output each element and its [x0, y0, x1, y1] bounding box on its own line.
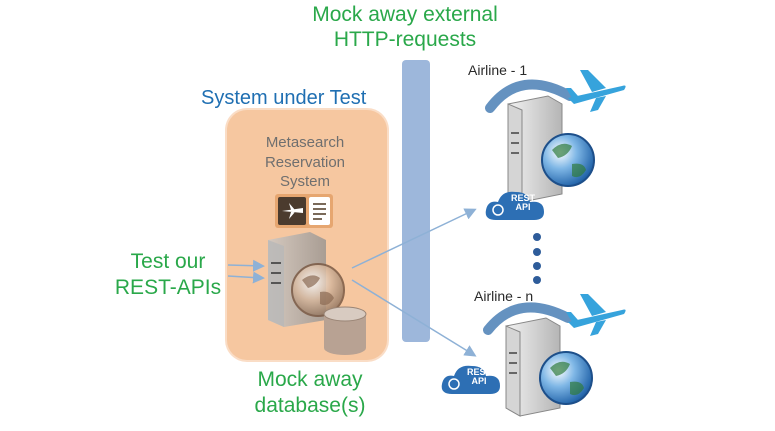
ellipsis-dot	[533, 233, 541, 241]
system-under-test-label: System under Test	[201, 87, 367, 109]
rest-api-label-n: REST API	[466, 367, 491, 387]
incoming-arrow-1	[227, 259, 265, 272]
ellipsis-dot	[533, 262, 541, 270]
database-icon	[322, 306, 368, 356]
metasearch-line3: System	[279, 173, 330, 190]
airplane-icon-1	[566, 68, 628, 112]
mock-http-line1: Mock away external	[312, 3, 498, 26]
mock-db-line1: Mock away	[257, 368, 363, 391]
mock-http-line2: HTTP-requests	[333, 28, 477, 52]
metasearch-line1: Metasearch	[265, 134, 345, 151]
orbit-swoosh-n	[483, 302, 573, 335]
airplane-icon-n	[566, 292, 628, 336]
airline-1-label: Airline - 1	[468, 62, 528, 78]
ellipsis-dot	[533, 276, 541, 284]
test-rest-apis-label: Test our REST-APIs	[113, 249, 223, 302]
outgoing-arrow-airline-1	[351, 208, 477, 269]
metasearch-label: Metasearch Reservation System	[245, 133, 365, 192]
airplane-document-icon	[275, 194, 333, 228]
orbit-swoosh-1	[485, 79, 575, 113]
metasearch-line2: Reservation	[264, 153, 346, 171]
http-mock-wall	[402, 60, 430, 342]
incoming-arrow-2	[227, 271, 265, 284]
airline-1-server-group	[480, 72, 640, 222]
mock-db-line2: database(s)	[254, 394, 366, 418]
rest-api-label-1: REST API	[510, 193, 535, 213]
sut-globe-icon	[290, 262, 346, 318]
test-apis-line1: Test our	[130, 250, 206, 273]
airline-n-server-group	[478, 296, 638, 426]
mock-database-label: Mock away database(s)	[240, 367, 380, 420]
rest-api-cloud-1: REST API	[484, 188, 546, 222]
outgoing-arrow-airline-n	[351, 279, 477, 357]
test-apis-line2: REST-APIs	[114, 276, 222, 300]
ellipsis-dot	[533, 248, 541, 256]
rest-api-cloud-n: REST API	[440, 362, 502, 396]
airline-n-label: Airline - n	[474, 288, 534, 304]
mock-http-caption: Mock away external HTTP-requests	[280, 2, 530, 52]
